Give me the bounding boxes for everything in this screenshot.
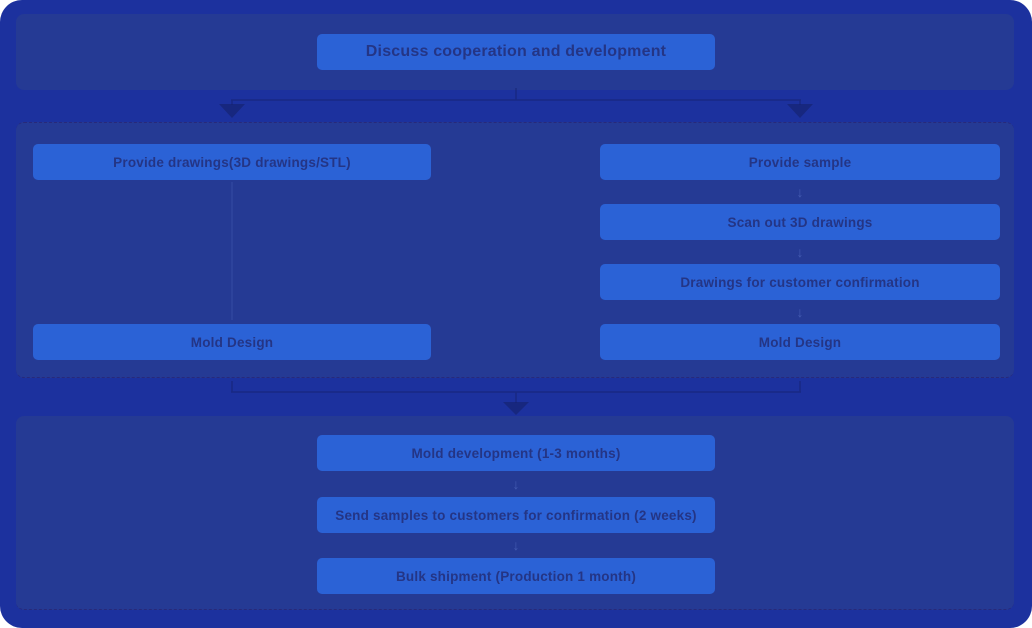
node-drawings-confirmation: Drawings for customer confirmation [600,264,1000,300]
arrow-down-right-icon [787,104,813,118]
node-mold-design-right: Mold Design [600,324,1000,360]
node-mold-development: Mold development (1-3 months) [317,435,715,471]
small-arrow-down-icon: ↓ [796,304,804,320]
merge-connector [231,381,801,415]
node-mold-design-left: Mold Design [33,324,431,360]
node-discuss-cooperation: Discuss cooperation and development [317,34,715,70]
node-label: Bulk shipment (Production 1 month) [395,568,637,584]
node-label: Scan out 3D drawings [727,214,873,230]
node-label: Drawings for customer confirmation [680,274,920,290]
node-label: Provide drawings(3D drawings/STL) [113,154,351,170]
small-arrow-down-icon: ↓ [512,476,520,492]
node-send-samples: Send samples to customers for confirmati… [317,497,715,533]
node-label: Mold Design [190,334,274,350]
arrow-down-left-icon [219,104,245,118]
node-bulk-shipment: Bulk shipment (Production 1 month) [317,558,715,594]
node-provide-sample: Provide sample [600,144,1000,180]
node-provide-drawings: Provide drawings(3D drawings/STL) [33,144,431,180]
small-arrow-down-icon: ↓ [512,537,520,553]
small-arrow-down-icon: ↓ [796,244,804,260]
node-label: Mold Design [758,334,842,350]
node-label: Mold development (1-3 months) [411,445,621,461]
small-arrow-down-icon: ↓ [796,184,804,200]
node-scan-3d-drawings: Scan out 3D drawings [600,204,1000,240]
arrow-down-center-icon [503,402,529,415]
node-label: Discuss cooperation and development [365,43,667,60]
node-label: Provide sample [748,154,852,170]
branch-connector [219,88,813,118]
node-label: Send samples to customers for confirmati… [335,507,697,523]
